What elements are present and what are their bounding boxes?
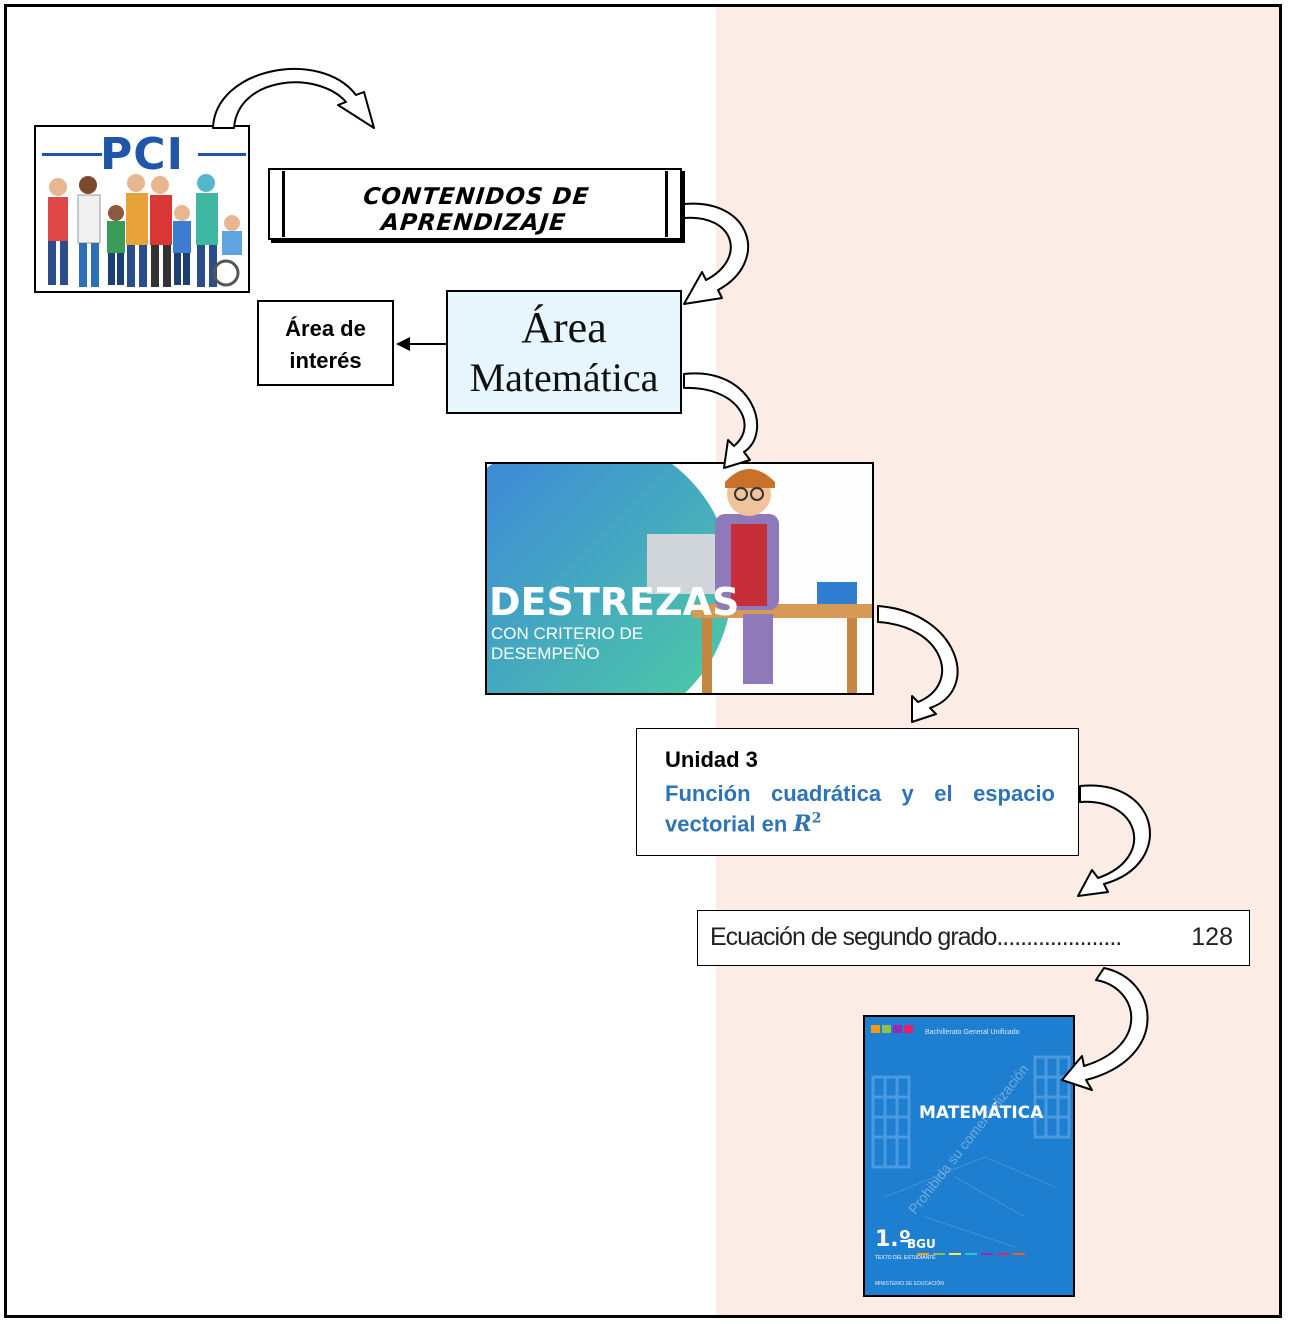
- matematica-book-cover: Bachillerato General Unificado MATEMÁTIC…: [863, 1015, 1075, 1297]
- math-r2: R2: [793, 811, 821, 837]
- people-illustration: [48, 174, 242, 287]
- pci-title: PCI: [100, 129, 184, 180]
- math-exp: 2: [811, 811, 822, 827]
- unidad-box: Unidad 3 Función cuadrática y el espacio…: [636, 728, 1079, 856]
- book-title: MATEMÁTICA: [919, 1103, 1044, 1123]
- book-subtitle: TEXTO DEL ESTUDIANTE: [875, 1255, 936, 1261]
- book-series: Bachillerato General Unificado: [925, 1029, 1020, 1036]
- interes-line2: interés: [289, 348, 362, 373]
- math-base: R: [793, 811, 812, 838]
- destrezas-title: DESTREZAS: [489, 580, 740, 624]
- destrezas-image: DESTREZAS CON CRITERIO DE DESEMPEÑO: [485, 462, 874, 695]
- book-grade: 1.º: [875, 1227, 912, 1252]
- area-title-line1: Área: [521, 303, 607, 352]
- unidad-description-line2: vectorial en R2: [665, 811, 821, 837]
- contenidos-banner: CONTENIDOS DE APRENDIZAJE: [268, 168, 682, 240]
- pci-line-right: [198, 153, 246, 156]
- book-decoration: [871, 1025, 1071, 1255]
- unidad-line2-prefix: vectorial en: [665, 811, 794, 837]
- banner-border: [268, 168, 682, 240]
- page-frame: [4, 4, 1282, 1318]
- banner-inner-border: [282, 171, 668, 237]
- destrezas-subtitle-2: DESEMPEÑO: [491, 644, 600, 663]
- ecuacion-box: Ecuación de segundo grado...............…: [697, 910, 1250, 966]
- area-interes-box: Área de interés: [257, 300, 394, 386]
- book-footer: MINISTERIO DE EDUCACIÓN: [875, 1281, 944, 1287]
- unidad-description-line1: Función cuadrática y el espacio: [665, 781, 1055, 806]
- contenidos-label: CONTENIDOS DE APRENDIZAJE: [362, 184, 591, 236]
- pci-line-left: [42, 153, 102, 156]
- area-title-line2: Matemática: [469, 355, 659, 400]
- ecuacion-text: Ecuación de segundo grado...............…: [710, 923, 1122, 951]
- interes-line1: Área de: [285, 316, 366, 341]
- pci-image: PCI: [34, 125, 250, 293]
- area-matematica-box: Área Matemática: [446, 290, 682, 414]
- ecuacion-page: 128: [1191, 923, 1233, 951]
- destrezas-illustration: [487, 464, 872, 693]
- unidad-title: Unidad 3: [665, 747, 758, 772]
- book-level: BGU: [907, 1237, 936, 1251]
- destrezas-subtitle-1: CON CRITERIO DE: [491, 624, 644, 643]
